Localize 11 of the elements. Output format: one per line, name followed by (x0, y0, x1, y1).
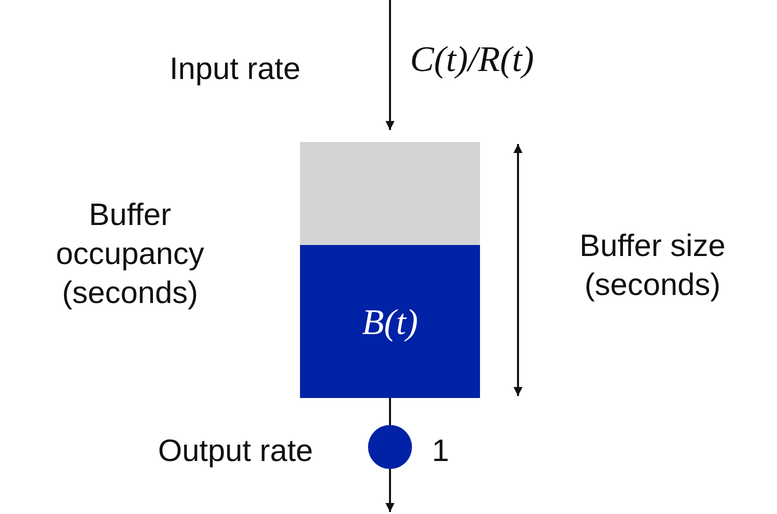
buffer-level-label: B(t) (362, 300, 418, 342)
text-label: Buffer occupancy (seconds) (54, 196, 206, 312)
output-circle (368, 425, 412, 469)
arrow (386, 0, 394, 130)
buffer-fill (300, 245, 480, 398)
text-label: Output rate (156, 432, 314, 470)
text-label: Buffer size (seconds) (578, 227, 726, 304)
arrow (386, 469, 394, 512)
text-label: Input rate (168, 50, 302, 88)
buffer-box (300, 142, 480, 398)
text-label: 1 (430, 432, 450, 470)
